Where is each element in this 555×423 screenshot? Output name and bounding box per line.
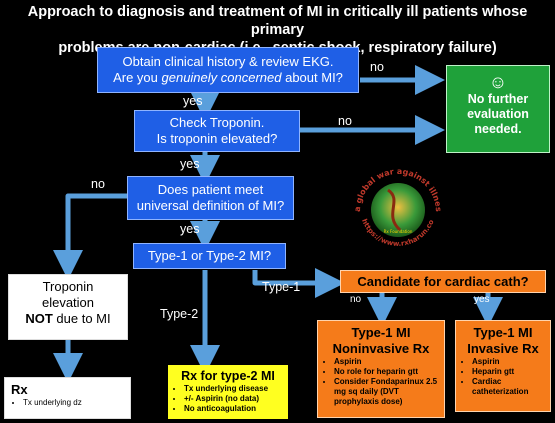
logo-leaf-icon xyxy=(387,188,402,232)
label-no-2: no xyxy=(338,114,352,128)
label-yes-3: yes xyxy=(180,222,200,236)
smile-icon: ☺ xyxy=(488,72,508,92)
no-eval-line-1: No further xyxy=(467,92,529,106)
type2-list: Tx underlying disease +/- Aspirin (no da… xyxy=(172,384,284,414)
noninv-title-2: Noninvasive Rx xyxy=(332,341,430,356)
noninv-item: Consider Fondaparinux 2.5 mg sq daily (D… xyxy=(334,377,440,407)
type-question-text: Type-1 or Type-2 MI? xyxy=(147,248,272,263)
history-line-2: Are you genuinely concerned about MI? xyxy=(113,70,343,85)
universal-line-2: universal definition of MI? xyxy=(136,198,285,213)
inv-item: Cardiac catheterization xyxy=(472,377,546,397)
history-line-1: Obtain clinical history & review EKG. xyxy=(122,54,334,69)
rx-box: Rx Tx underlying dz xyxy=(4,377,131,419)
logo-globe xyxy=(371,183,425,237)
trop-elev-line-1: Troponin xyxy=(42,279,94,294)
inv-title-2: Invasive Rx xyxy=(467,341,539,356)
no-further-eval-box: ☺ No further evaluation needed. xyxy=(446,65,550,153)
label-no-1: no xyxy=(370,60,384,74)
label-type-2: Type-2 xyxy=(160,307,199,321)
rx-list: Tx underlying dz xyxy=(11,398,124,408)
no-eval-line-3: needed. xyxy=(474,122,522,136)
troponin-not-mi-box: Troponin elevation NOT due to MI xyxy=(8,274,128,340)
label-cath-no: no xyxy=(350,294,362,305)
noninv-item: No role for heparin gtt xyxy=(334,367,440,377)
label-no-3: no xyxy=(91,177,105,191)
noninv-list: Aspirin No role for heparin gtt Consider… xyxy=(322,357,440,407)
cath-text: Candidate for cardiac cath? xyxy=(357,274,529,289)
trop-elev-line-2: elevation xyxy=(41,295,95,310)
universal-line-1: Does patient meet xyxy=(157,182,264,197)
cath-candidate-box: Candidate for cardiac cath? xyxy=(340,270,546,293)
rx-item: Tx underlying dz xyxy=(23,398,124,408)
type2-item: No anticoagulation xyxy=(184,404,284,414)
universal-definition-box: Does patient meet universal definition o… xyxy=(127,176,294,220)
no-eval-line-2: evaluation xyxy=(467,107,529,121)
label-yes-2: yes xyxy=(180,157,200,171)
title-line-1: Approach to diagnosis and treatment of M… xyxy=(27,4,528,38)
inv-item: Heparin gtt xyxy=(472,367,546,377)
logo-name: Rx Foundation xyxy=(384,229,413,234)
inv-item: Aspirin xyxy=(472,357,546,367)
rx-foundation-logo: a global war against illness! https://ww… xyxy=(348,160,443,248)
troponin-line-1: Check Troponin. xyxy=(169,115,265,130)
troponin-box: Check Troponin. Is troponin elevated? xyxy=(134,110,300,152)
troponin-line-2: Is troponin elevated? xyxy=(156,131,278,146)
label-cath-yes: yes xyxy=(474,294,490,305)
arrow-type-to-cath xyxy=(252,268,345,298)
type-question-box: Type-1 or Type-2 MI? xyxy=(133,243,286,269)
noninv-item: Aspirin xyxy=(334,357,440,367)
rx-title: Rx xyxy=(11,382,28,397)
history-box: Obtain clinical history & review EKG. Ar… xyxy=(97,47,359,93)
noninv-title-1: Type-1 MI xyxy=(351,325,411,340)
type1-noninvasive-box: Type-1 MI Noninvasive Rx Aspirin No role… xyxy=(317,320,445,418)
arrow-universal-to-tropelev xyxy=(53,193,127,280)
type1-invasive-box: Type-1 MI Invasive Rx Aspirin Heparin gt… xyxy=(455,320,551,412)
inv-list: Aspirin Heparin gtt Cardiac catheterizat… xyxy=(460,357,546,397)
type2-item: Tx underlying disease xyxy=(184,384,284,394)
type2-item: +/- Aspirin (no data) xyxy=(184,394,284,404)
trop-elev-line-3: NOT due to MI xyxy=(25,311,111,326)
label-yes-1: yes xyxy=(183,94,203,108)
label-type-1: Type-1 xyxy=(262,280,301,294)
inv-title-1: Type-1 MI xyxy=(473,325,533,340)
type2-title: Rx for type-2 MI xyxy=(181,369,275,383)
type2-rx-box: Rx for type-2 MI Tx underlying disease +… xyxy=(168,365,288,419)
